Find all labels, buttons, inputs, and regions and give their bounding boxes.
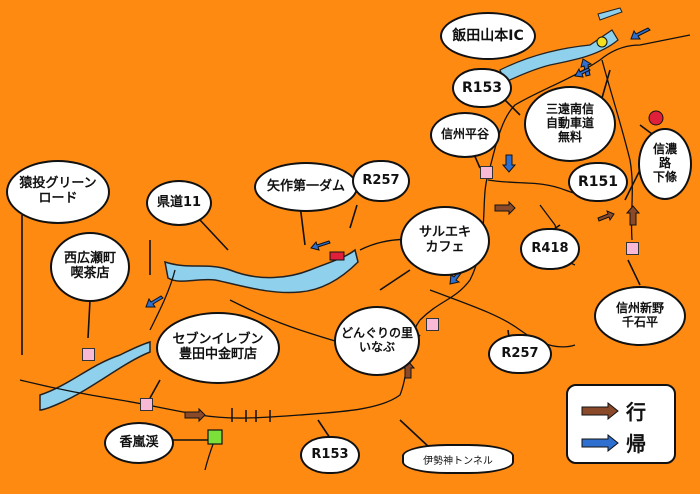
red-car-marker	[329, 251, 345, 261]
return-arrow-icon	[581, 433, 619, 452]
red-marker	[648, 110, 664, 126]
shinshu-hiradani-label: 信州平谷	[430, 112, 500, 158]
seven-eleven-label: セブンイレブン 豊田中金町店	[156, 312, 280, 384]
korankei-label: 香嵐渓	[104, 422, 174, 464]
legend-outbound-label: 行	[626, 400, 646, 424]
legend-outbound: 行	[580, 396, 646, 425]
shop-marker-donguri	[426, 318, 439, 331]
legend: 行 帰	[566, 384, 676, 464]
r153-bottom-label: R153	[300, 436, 360, 474]
shop-marker-shinno	[626, 242, 639, 255]
kendo11-label: 県道11	[146, 180, 212, 226]
kissaten-label: 西広瀬町 喫茶店	[50, 232, 130, 302]
outbound-arrow-icon	[581, 401, 619, 420]
r151-label: R151	[568, 162, 628, 202]
river-yahagi	[164, 248, 359, 294]
tunnel-label: 伊勢神トンネル	[402, 444, 514, 474]
shop-marker-seven-eleven	[140, 398, 153, 411]
iida-ic-label: 飯田山本IC	[440, 12, 536, 60]
river-lower	[39, 340, 151, 411]
yellow-marker	[596, 36, 608, 48]
green-marker	[207, 429, 223, 445]
shinshu-shinno-label: 信州新野 千石平	[594, 286, 686, 346]
legend-return: 帰	[580, 428, 646, 457]
green-road-label: 猿投グリーン ロード	[6, 160, 110, 224]
r153-top-label: R153	[452, 68, 512, 108]
saruiwaki-cafe-label: サルエキ カフェ	[400, 206, 490, 276]
legend-return-label: 帰	[626, 432, 646, 456]
r418-label: R418	[520, 228, 580, 270]
yahagi-dam-label: 矢作第一ダム	[254, 162, 358, 212]
r257-bottom-label: R257	[488, 334, 552, 374]
shop-marker-kissaten	[82, 348, 95, 361]
river-top	[499, 29, 619, 83]
r257-top-label: R257	[352, 160, 410, 202]
sanen-expressway-label: 三遠南信 自動車道 無料	[524, 86, 616, 162]
donguri-label: どんぐりの里 いなぶ	[334, 306, 420, 376]
shinano-shimojo-label: 信濃 路 下條	[638, 128, 692, 200]
shop-marker-hiradani	[480, 166, 493, 179]
